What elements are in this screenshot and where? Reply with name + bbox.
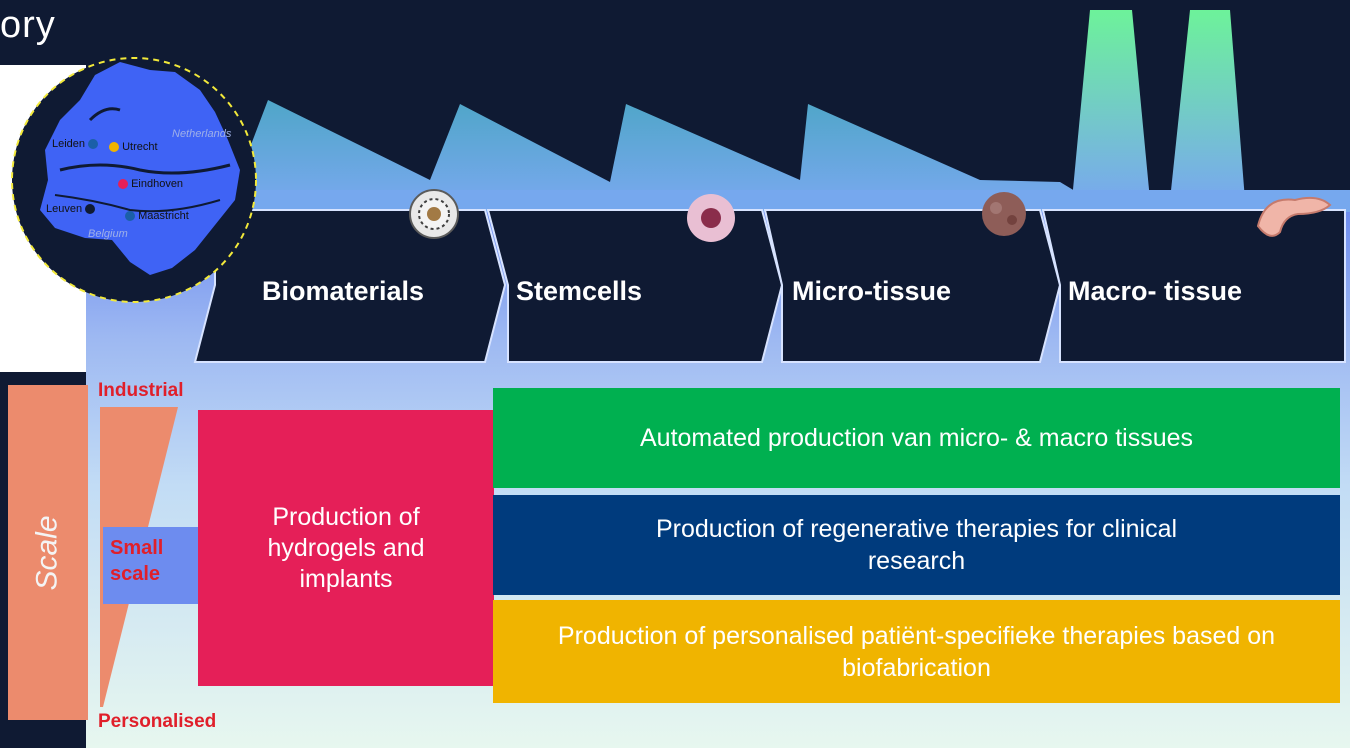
automated-text: Automated production van micro- & macro … bbox=[639, 424, 1193, 452]
city-dot bbox=[125, 211, 135, 222]
scale-bottom-label: Personalised bbox=[98, 711, 217, 732]
small-scale-box bbox=[103, 527, 208, 604]
stage-label-macro-tissue: Macro- tissue bbox=[1068, 276, 1243, 306]
biomaterial-icon bbox=[409, 189, 459, 239]
small-scale-line: scale bbox=[110, 563, 161, 585]
automated-production-band: Automated production van micro- & macro … bbox=[493, 388, 1340, 488]
chevron-stage-1 bbox=[193, 209, 507, 363]
scale-bar bbox=[8, 385, 88, 720]
city-maastricht: Maastricht bbox=[125, 210, 189, 222]
map-circle bbox=[11, 57, 257, 303]
city-label: Maastricht bbox=[138, 210, 189, 222]
stage-label-micro-tissue: Micro-tissue bbox=[792, 276, 952, 306]
chevron-stage-3 bbox=[763, 209, 1062, 363]
pancreas-icon bbox=[1256, 196, 1332, 237]
city-label: Utrecht bbox=[122, 141, 158, 153]
page-title: ory bbox=[0, 4, 56, 46]
stemcell-icon bbox=[687, 194, 735, 242]
scale-top-label: Industrial bbox=[98, 380, 184, 401]
stage-label-biomaterials: Biomaterials bbox=[262, 276, 425, 306]
personalised-text: Production of personalised patiënt-speci… bbox=[557, 621, 1276, 682]
city-dot bbox=[88, 139, 99, 150]
chimney bbox=[1170, 10, 1245, 200]
micro-tissue-icon bbox=[982, 192, 1026, 236]
country-label-netherlands: Netherlands bbox=[172, 128, 232, 140]
chimney bbox=[1072, 10, 1150, 200]
city-dot bbox=[118, 179, 128, 190]
small-scale-line: Small bbox=[110, 537, 164, 559]
chevron-stage-2 bbox=[486, 209, 784, 363]
city-dot bbox=[85, 204, 96, 215]
city-eindhoven: Eindhoven bbox=[118, 178, 183, 190]
personalised-band: Production of personalised patiënt-speci… bbox=[493, 600, 1340, 703]
small-scale-label: Small scale bbox=[110, 535, 163, 587]
city-label: Eindhoven bbox=[131, 178, 184, 190]
city-leiden: Leiden bbox=[52, 138, 99, 150]
factory-roof bbox=[230, 100, 1350, 203]
city-utrecht: Utrecht bbox=[109, 141, 158, 153]
stage-chevrons bbox=[193, 209, 1346, 363]
city-leuven: Leuven bbox=[46, 203, 96, 215]
regenerative-text: Production of regenerative therapies for… bbox=[655, 515, 1178, 575]
hydrogels-box: Production of hydrogels and implants bbox=[198, 410, 494, 686]
country-label-belgium: Belgium bbox=[88, 228, 128, 240]
city-label: Leiden bbox=[52, 138, 86, 150]
city-label: Leuven bbox=[46, 203, 83, 215]
stage-label-stemcells: Stemcells bbox=[516, 276, 643, 306]
hydrogels-text: Production of hydrogels and implants bbox=[267, 502, 425, 593]
city-dot bbox=[109, 142, 119, 153]
regenerative-band: Production of regenerative therapies for… bbox=[493, 495, 1340, 595]
